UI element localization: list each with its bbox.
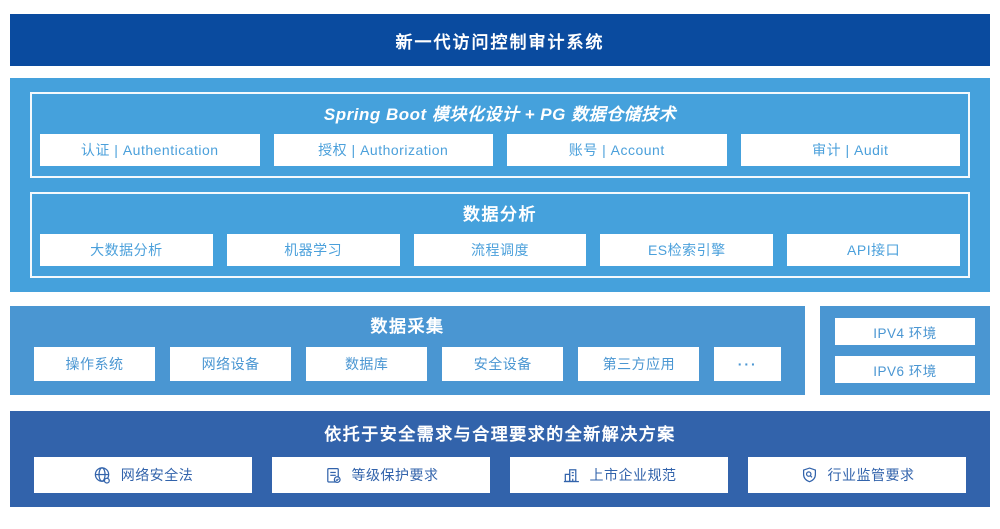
solution-section: 依托于安全需求与合理要求的全新解决方案 网络安全法	[10, 411, 990, 507]
node-label: 等级保护要求	[351, 467, 439, 483]
node-operating-system: 操作系统	[34, 347, 156, 381]
node-authentication: 认证 | Authentication	[40, 134, 260, 166]
node-authorization: 授权 | Authorization	[273, 134, 493, 166]
node-flow-scheduling: 流程调度	[413, 234, 587, 266]
node-bigdata-analysis: 大数据分析	[40, 234, 213, 266]
node-machine-learning: 机器学习	[226, 234, 400, 266]
modules-row: 认证 | Authentication 授权 | Authorization 账…	[40, 134, 960, 166]
node-ipv6-environment: IPV6 环境	[835, 356, 975, 383]
collection-row: 操作系统 网络设备 数据库 安全设备 第三方应用 ···	[34, 347, 781, 381]
platform-section: Spring Boot 模块化设计 + PG 数据仓储技术 认证 | Authe…	[10, 78, 990, 292]
globe-icon	[93, 466, 112, 485]
node-cybersecurity-law: 网络安全法	[34, 457, 252, 493]
middle-row: 数据采集 操作系统 网络设备 数据库 安全设备 第三方应用 ··· IPV4 环…	[10, 306, 990, 395]
node-third-party-app: 第三方应用	[578, 347, 700, 381]
node-label: 上市企业规范	[589, 467, 677, 483]
analysis-row: 大数据分析 机器学习 流程调度 ES检索引擎 API接口	[40, 234, 960, 266]
data-analysis-title: 数据分析	[463, 205, 537, 224]
node-industry-regulation: 行业监管要求	[748, 457, 966, 493]
buildings-icon	[562, 466, 581, 485]
shield-search-icon	[800, 466, 819, 485]
ip-environment-panel: IPV4 环境 IPV6 环境	[820, 306, 990, 395]
page-title: 新一代访问控制审计系统	[395, 32, 605, 52]
solution-row: 网络安全法 等级保护要求	[34, 457, 966, 493]
node-more-ellipsis: ···	[714, 347, 781, 381]
data-analysis-box: 数据分析 大数据分析 机器学习 流程调度 ES检索引擎 API接口	[30, 192, 970, 278]
node-audit: 审计 | Audit	[740, 134, 960, 166]
data-collection-section: 数据采集 操作系统 网络设备 数据库 安全设备 第三方应用 ···	[10, 306, 805, 395]
node-security-device: 安全设备	[442, 347, 564, 381]
header-banner: 新一代访问控制审计系统	[10, 14, 990, 66]
node-network-device: 网络设备	[170, 347, 292, 381]
checklist-check-icon	[324, 466, 343, 485]
node-account: 账号 | Account	[507, 134, 727, 166]
node-api-interface: API接口	[787, 234, 960, 266]
node-database: 数据库	[306, 347, 428, 381]
springboot-modules-title: Spring Boot 模块化设计 + PG 数据仓储技术	[323, 105, 677, 124]
node-listed-company-standard: 上市企业规范	[510, 457, 728, 493]
springboot-modules-box: Spring Boot 模块化设计 + PG 数据仓储技术 认证 | Authe…	[30, 92, 970, 178]
node-label: 行业监管要求	[827, 467, 915, 483]
data-collection-title: 数据采集	[370, 317, 445, 336]
node-classified-protection: 等级保护要求	[272, 457, 490, 493]
node-label: 网络安全法	[120, 467, 194, 483]
node-es-search-engine: ES检索引擎	[600, 234, 774, 266]
node-ipv4-environment: IPV4 环境	[835, 318, 975, 345]
solution-title: 依托于安全需求与合理要求的全新解决方案	[324, 425, 676, 444]
